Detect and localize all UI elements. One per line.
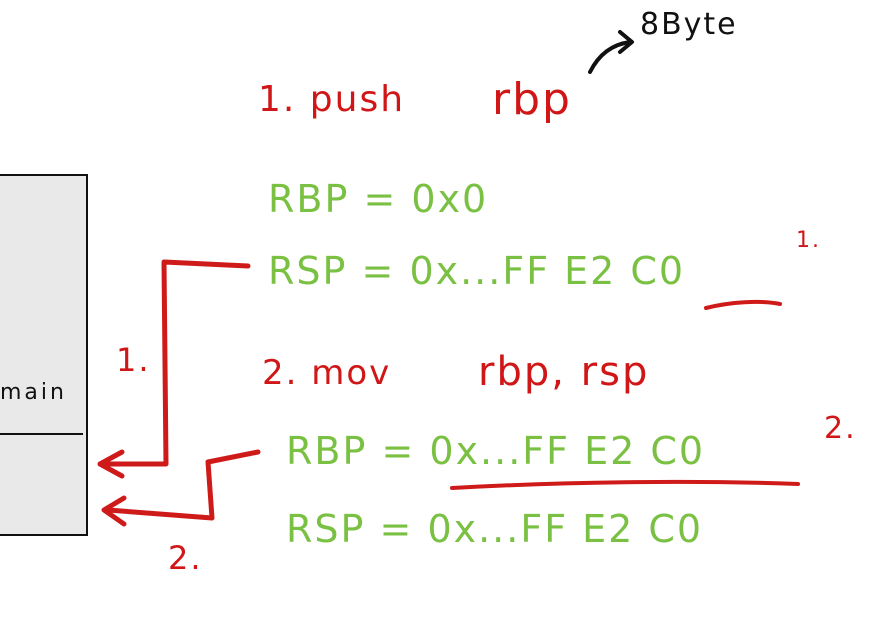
rbp-after-step2: RBP = 0x...FF E2 C0	[286, 429, 706, 473]
step1-marker: 1.	[796, 228, 821, 253]
step2-bracket-arrow	[105, 449, 261, 521]
step1-c0-underline	[704, 299, 782, 310]
arrow2-label: 2.	[168, 539, 203, 577]
stack-frame-box	[0, 174, 88, 536]
step2-arrowhead	[101, 495, 127, 527]
step1-push-text: 1. push	[258, 79, 406, 120]
bytes-pointer-arrow	[588, 40, 632, 74]
rsp-after-step1: RSP = 0x...FF E2 C0	[268, 249, 686, 293]
stack-label: main	[0, 380, 67, 405]
rsp-after-step2: RSP = 0x...FF E2 C0	[286, 507, 704, 551]
step1-arrowhead	[97, 449, 125, 479]
rbp-after-step1: RBP = 0x0	[268, 177, 489, 221]
step2-mov-text: 2. mov	[262, 353, 392, 393]
arrow1-label: 1.	[116, 341, 151, 379]
step2-rbp-underline	[450, 479, 800, 490]
step2-marker: 2.	[824, 411, 857, 446]
bytes-pointer-arrowhead	[618, 30, 634, 54]
stack-divider-line	[0, 433, 83, 435]
bytes-note: 8Byte	[640, 7, 738, 42]
step1-register: rbp	[492, 74, 572, 125]
step2-registers: rbp, rsp	[478, 349, 650, 395]
